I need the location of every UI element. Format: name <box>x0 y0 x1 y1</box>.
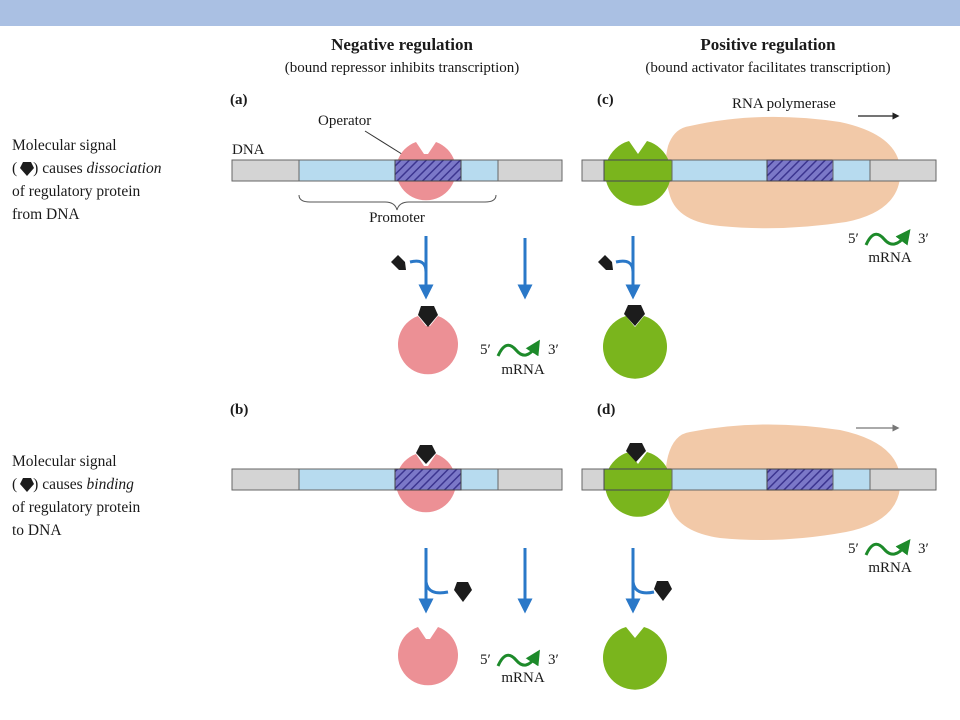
svg-text:5′: 5′ <box>848 231 859 247</box>
svg-text:mRNA: mRNA <box>868 560 912 576</box>
panel-label-c: (c) <box>597 92 614 108</box>
rna-polymerase-label: RNA polymerase <box>732 96 836 112</box>
svg-text:Molecular signal: Molecular signal <box>12 137 117 154</box>
dna-strand-c <box>581 159 937 182</box>
operator-region <box>394 159 462 182</box>
svg-text:to DNA: to DNA <box>12 522 62 539</box>
top-banner <box>0 0 960 26</box>
activator-protein <box>603 316 667 379</box>
svg-text:mRNA: mRNA <box>501 670 545 686</box>
mrna-product: 5′ 3′ mRNA <box>480 339 559 378</box>
signal-molecule-icon <box>624 305 645 326</box>
operator-pointer <box>364 130 406 157</box>
signal-molecule-icon <box>20 162 34 176</box>
svg-text:() causes binding: () causes binding <box>12 476 134 493</box>
signal-molecule-icon <box>626 443 646 462</box>
positive-regulation-title: Positive regulation <box>700 35 836 54</box>
signal-molecule-icon <box>416 445 436 464</box>
svg-text:mRNA: mRNA <box>868 250 912 266</box>
svg-text:of regulatory protein: of regulatory protein <box>12 183 141 200</box>
repressor-protein <box>398 627 459 686</box>
signal-molecule-icon <box>654 581 672 601</box>
dna-strand-d <box>581 468 937 491</box>
svg-text:3′: 3′ <box>918 231 929 247</box>
mrna-product: 5′ 3′ mRNA <box>848 229 929 266</box>
mrna-product: 5′ 3′ mRNA <box>848 539 929 576</box>
negative-regulation-title: Negative regulation <box>331 35 473 54</box>
svg-text:3′: 3′ <box>548 342 559 358</box>
signal-molecule-icon <box>418 306 438 327</box>
activator-protein <box>603 627 667 690</box>
dna-strand-b <box>231 468 563 491</box>
svg-text:3′: 3′ <box>918 541 929 557</box>
dna-label: DNA <box>232 142 265 158</box>
negative-regulation-subtitle: (bound repressor inhibits transcription) <box>285 60 520 76</box>
svg-text:5′: 5′ <box>480 342 491 358</box>
svg-text:of regulatory protein: of regulatory protein <box>12 499 141 516</box>
repressor-protein <box>398 316 459 375</box>
side-label-binding: Molecular signal () causes binding of re… <box>12 453 141 539</box>
svg-text:5′: 5′ <box>480 652 491 668</box>
dna-strand-a <box>231 159 563 182</box>
mrna-product: 5′ 3′ mRNA <box>480 649 559 686</box>
svg-text:() causes dissociation: () causes dissociation <box>12 160 162 177</box>
side-label-dissociation: Molecular signal () causes dissociation … <box>12 137 162 223</box>
svg-text:5′: 5′ <box>848 541 859 557</box>
promoter-label: Promoter <box>369 210 425 226</box>
positive-regulation-subtitle: (bound activator facilitates transcripti… <box>645 60 890 76</box>
panel-label-b: (b) <box>230 402 248 418</box>
panel-label-d: (d) <box>597 402 615 418</box>
svg-text:Molecular signal: Molecular signal <box>12 453 117 470</box>
signal-molecule-icon <box>598 255 613 270</box>
signal-molecule-icon <box>20 478 34 492</box>
panel-label-a: (a) <box>230 92 248 108</box>
signal-molecule-icon <box>391 255 406 270</box>
operator-label: Operator <box>318 113 371 129</box>
svg-text:from DNA: from DNA <box>12 206 80 223</box>
promoter-bracket <box>298 194 497 211</box>
signal-molecule-icon <box>454 582 472 602</box>
svg-text:mRNA: mRNA <box>501 362 545 378</box>
svg-text:3′: 3′ <box>548 652 559 668</box>
